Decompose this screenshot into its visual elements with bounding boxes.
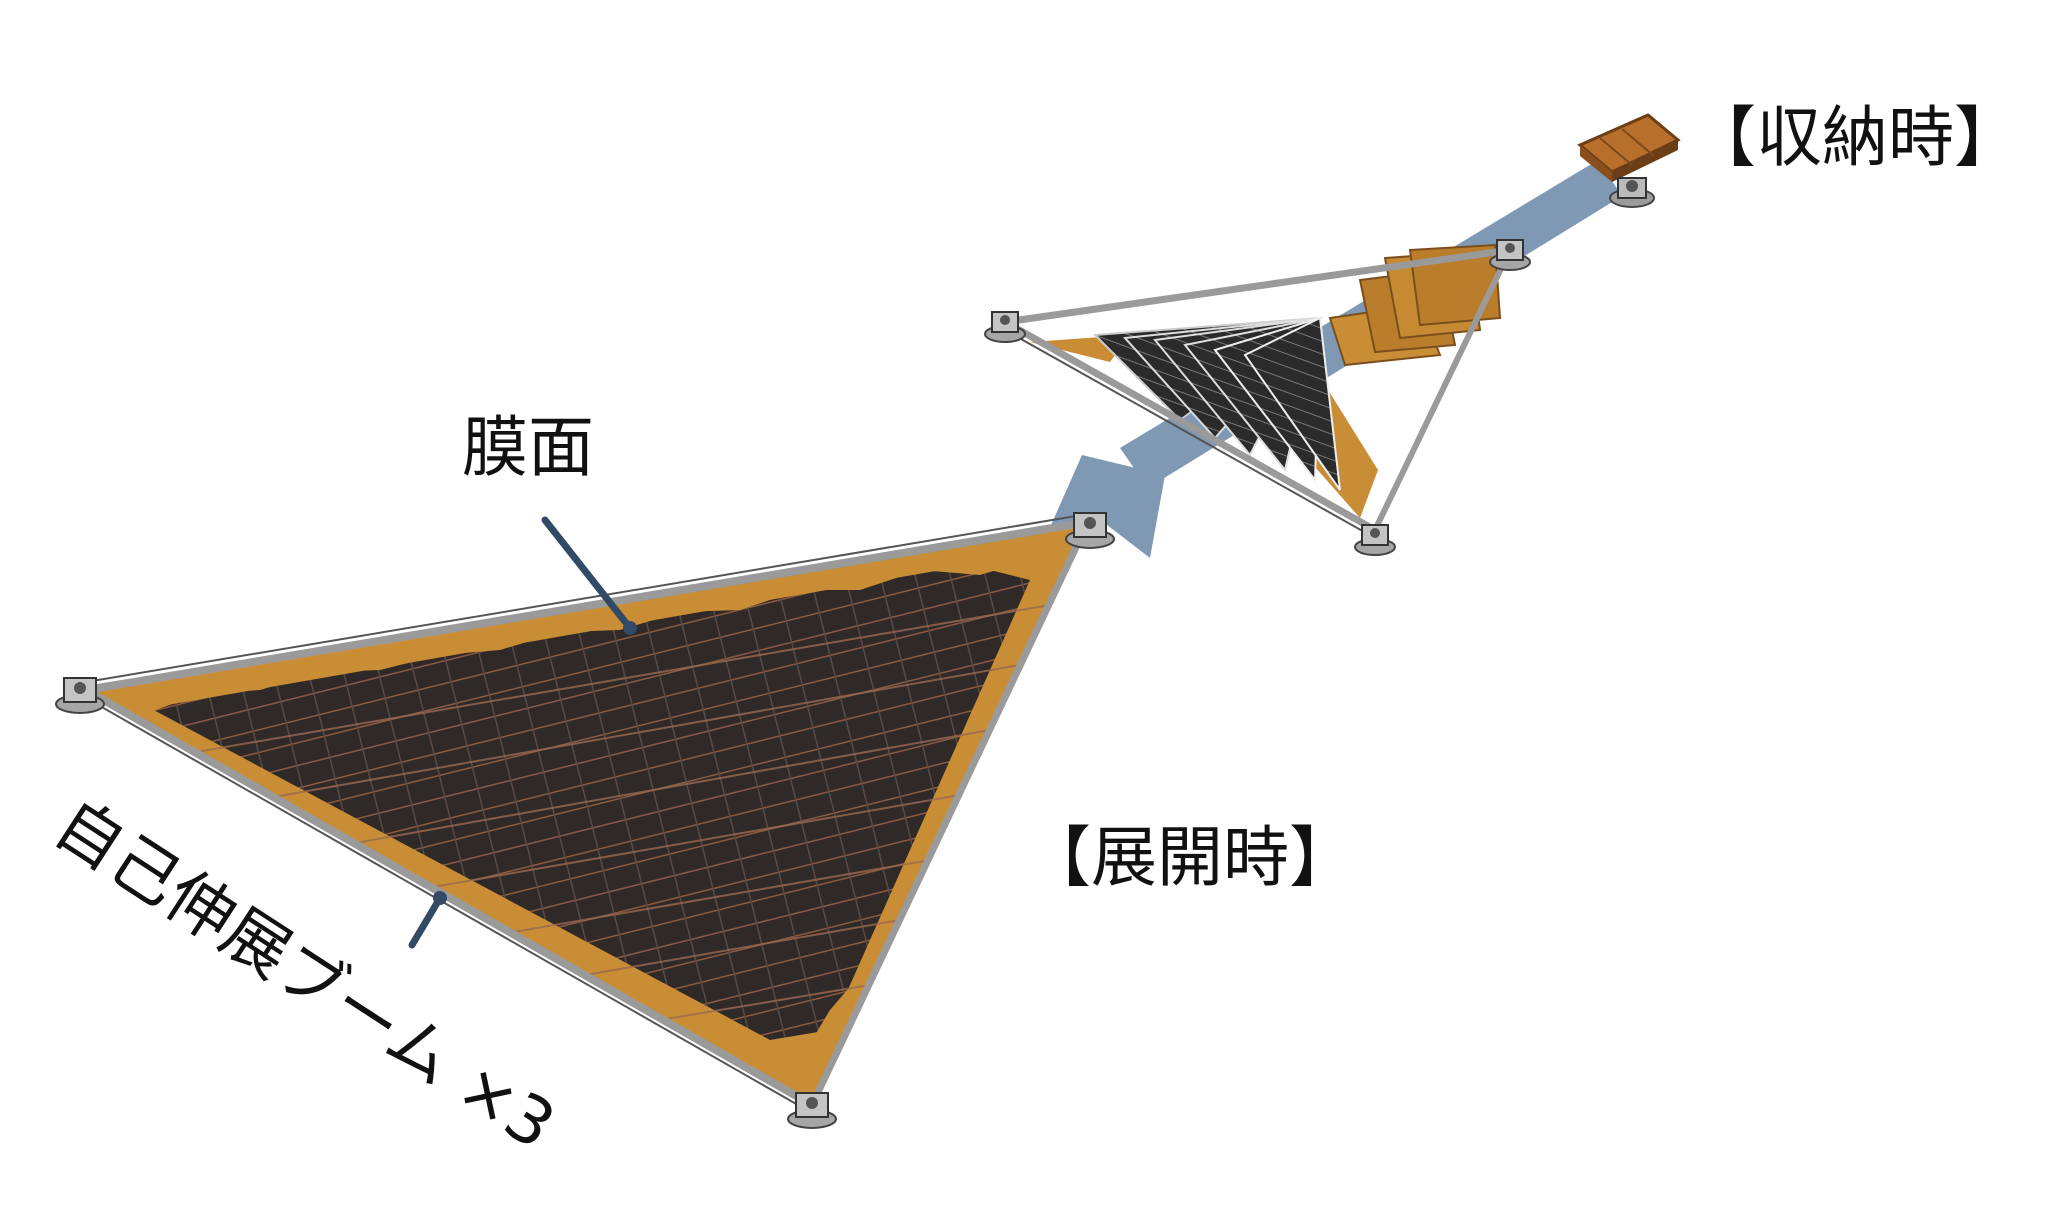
deployed-array — [55, 512, 1115, 1129]
deployment-hub-icon — [55, 677, 105, 714]
deployment-hub-icon — [1609, 177, 1655, 208]
deployment-hub-icon — [1489, 239, 1531, 271]
partial-deployment — [984, 239, 1531, 556]
deployment-hub-icon — [1354, 524, 1396, 556]
membrane-leader — [541, 516, 637, 635]
boom-leader — [408, 891, 447, 949]
deployed-label: 【展開時】 — [1025, 819, 1355, 896]
membrane-label: 膜面 — [462, 409, 594, 486]
stowed-package — [1577, 113, 1681, 208]
deployment-hub-icon — [787, 1092, 837, 1129]
stowed-label: 【収納時】 — [1690, 99, 2020, 176]
deployment-hub-icon — [984, 311, 1026, 343]
deployment-hub-icon — [1065, 512, 1115, 549]
